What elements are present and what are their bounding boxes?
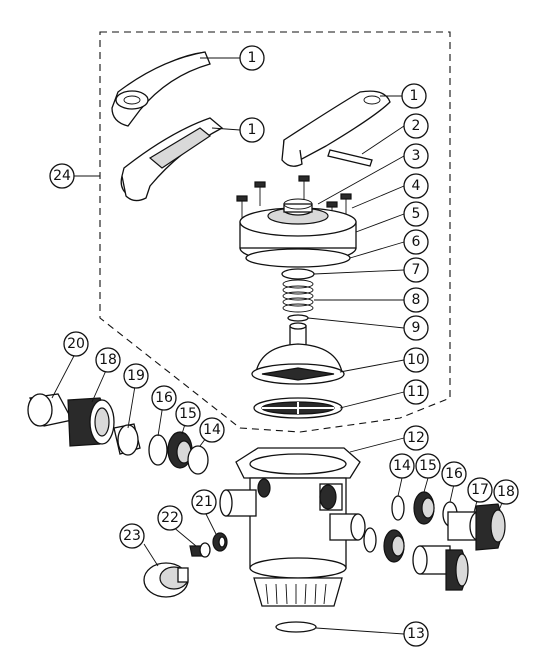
callout-15-left: 15 [175, 401, 201, 427]
callout-18-left: 18 [95, 347, 121, 373]
svg-text:14: 14 [203, 422, 221, 438]
o-ring-small [281, 268, 315, 280]
washer-ring [287, 314, 309, 322]
callout-1b: 1 [239, 117, 265, 143]
cover-gasket [245, 248, 351, 268]
callout-11: 11 [403, 379, 429, 405]
callout-3: 3 [403, 143, 429, 169]
sight-glass-parts [143, 532, 228, 598]
svg-text:14: 14 [393, 458, 411, 474]
svg-text:22: 22 [161, 510, 179, 526]
handle-top-left [111, 51, 211, 127]
left-union-set [27, 393, 209, 475]
svg-text:4: 4 [412, 178, 421, 194]
svg-text:10: 10 [407, 352, 425, 368]
rotor-gasket [253, 397, 343, 419]
svg-text:16: 16 [445, 466, 463, 482]
callout-16-right: 16 [441, 461, 467, 487]
handle-right [281, 90, 391, 167]
svg-text:1: 1 [410, 88, 419, 104]
svg-text:20: 20 [67, 336, 85, 352]
svg-text:23: 23 [123, 528, 141, 544]
callout-8: 8 [403, 287, 429, 313]
callout-15-right: 15 [415, 453, 441, 479]
callout-17: 17 [467, 477, 493, 503]
rotor [251, 322, 345, 385]
callout-1a: 1 [239, 45, 265, 71]
callout-14-right: 14 [389, 453, 415, 479]
callout-2: 2 [403, 113, 429, 139]
callout-10: 10 [403, 347, 429, 373]
svg-text:9: 9 [412, 320, 421, 336]
svg-text:18: 18 [99, 352, 117, 368]
spring [282, 279, 314, 313]
callout-9: 9 [403, 315, 429, 341]
svg-text:17: 17 [471, 482, 489, 498]
callout-5: 5 [403, 201, 429, 227]
svg-text:6: 6 [412, 234, 421, 250]
svg-text:24: 24 [53, 168, 71, 184]
callout-1c: 1 [401, 83, 427, 109]
right-union-lower [363, 527, 469, 591]
pin [327, 149, 373, 167]
callout-14-left: 14 [199, 417, 225, 443]
callout-12: 12 [403, 425, 429, 451]
svg-text:18: 18 [497, 484, 515, 500]
svg-text:7: 7 [412, 262, 421, 278]
svg-text:1: 1 [248, 122, 257, 138]
right-union-set [391, 491, 506, 551]
handle-middle-left [120, 117, 224, 202]
callout-19: 19 [123, 363, 149, 389]
svg-text:1: 1 [248, 50, 257, 66]
svg-text:2: 2 [412, 118, 421, 134]
svg-text:12: 12 [407, 430, 425, 446]
svg-text:5: 5 [412, 206, 421, 222]
svg-text:19: 19 [127, 368, 145, 384]
valve-cover [239, 198, 357, 263]
callout-4: 4 [403, 173, 429, 199]
svg-text:15: 15 [179, 406, 197, 422]
callout-23: 23 [119, 523, 145, 549]
callout-18-right: 18 [493, 479, 519, 505]
assembly-outline [99, 31, 451, 433]
callout-16-left: 16 [151, 385, 177, 411]
screws [236, 175, 352, 226]
leader-lines [51, 57, 507, 635]
svg-text:21: 21 [195, 494, 213, 510]
svg-text:16: 16 [155, 390, 173, 406]
svg-text:11: 11 [407, 384, 425, 400]
callout-22: 22 [157, 505, 183, 531]
callout-13: 13 [403, 621, 429, 647]
callout-20: 20 [63, 331, 89, 357]
callout-24: 24 [49, 163, 75, 189]
svg-text:13: 13 [407, 626, 425, 642]
callout-21: 21 [191, 489, 217, 515]
svg-text:8: 8 [412, 292, 421, 308]
callout-7: 7 [403, 257, 429, 283]
svg-text:15: 15 [419, 458, 437, 474]
valve-body [219, 447, 366, 607]
callout-6: 6 [403, 229, 429, 255]
svg-text:3: 3 [412, 148, 421, 164]
o-ring-bottom [275, 621, 317, 633]
